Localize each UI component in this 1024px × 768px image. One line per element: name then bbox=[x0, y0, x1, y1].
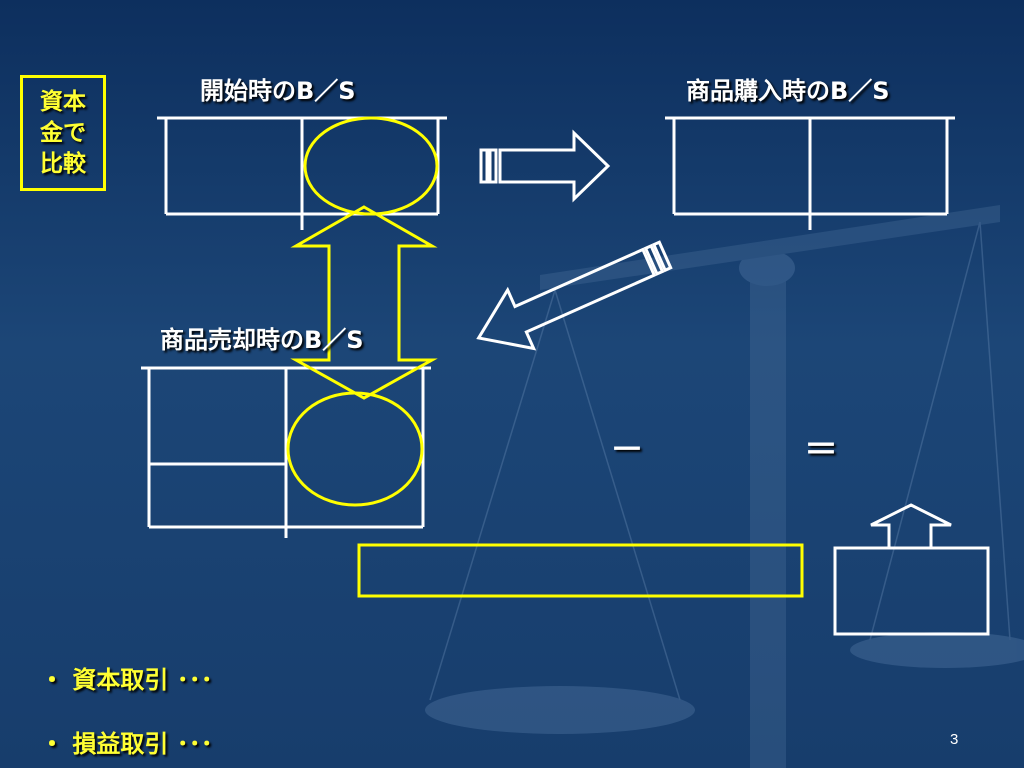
minus-sign: － bbox=[610, 430, 644, 470]
bs-opening-title: 開始時のB／S bbox=[200, 77, 356, 105]
page-number: 3 bbox=[950, 731, 959, 748]
arrow-up-icon bbox=[870, 503, 952, 550]
bullet-capital-transactions: ・ 資本取引 ･･･ bbox=[40, 666, 213, 694]
result-box bbox=[833, 546, 990, 636]
capital-ellipse-opening bbox=[303, 116, 439, 216]
bs-opening-diagram bbox=[157, 116, 447, 230]
bullet-profit-loss-transactions: ・ 損益取引 ･･･ bbox=[40, 730, 213, 758]
bs-sale-title: 商品売却時のB／S bbox=[160, 326, 364, 354]
bs-purchase-diagram bbox=[665, 116, 955, 230]
equals-sign: ＝ bbox=[804, 430, 838, 470]
bs-purchase-title: 商品購入時のB／S bbox=[686, 77, 890, 105]
capital-ellipse-sale bbox=[286, 391, 424, 507]
arrow-right-icon bbox=[479, 129, 611, 203]
double-arrow-icon bbox=[290, 205, 438, 400]
difference-box bbox=[357, 543, 804, 598]
arrow-down-left-icon bbox=[476, 240, 673, 351]
scale-icon bbox=[425, 205, 1024, 768]
capital-label: 資本 金で 比較 bbox=[40, 88, 86, 177]
capital-label-box: 資本 金で 比較 bbox=[20, 75, 106, 191]
bs-sale-diagram bbox=[141, 366, 431, 538]
